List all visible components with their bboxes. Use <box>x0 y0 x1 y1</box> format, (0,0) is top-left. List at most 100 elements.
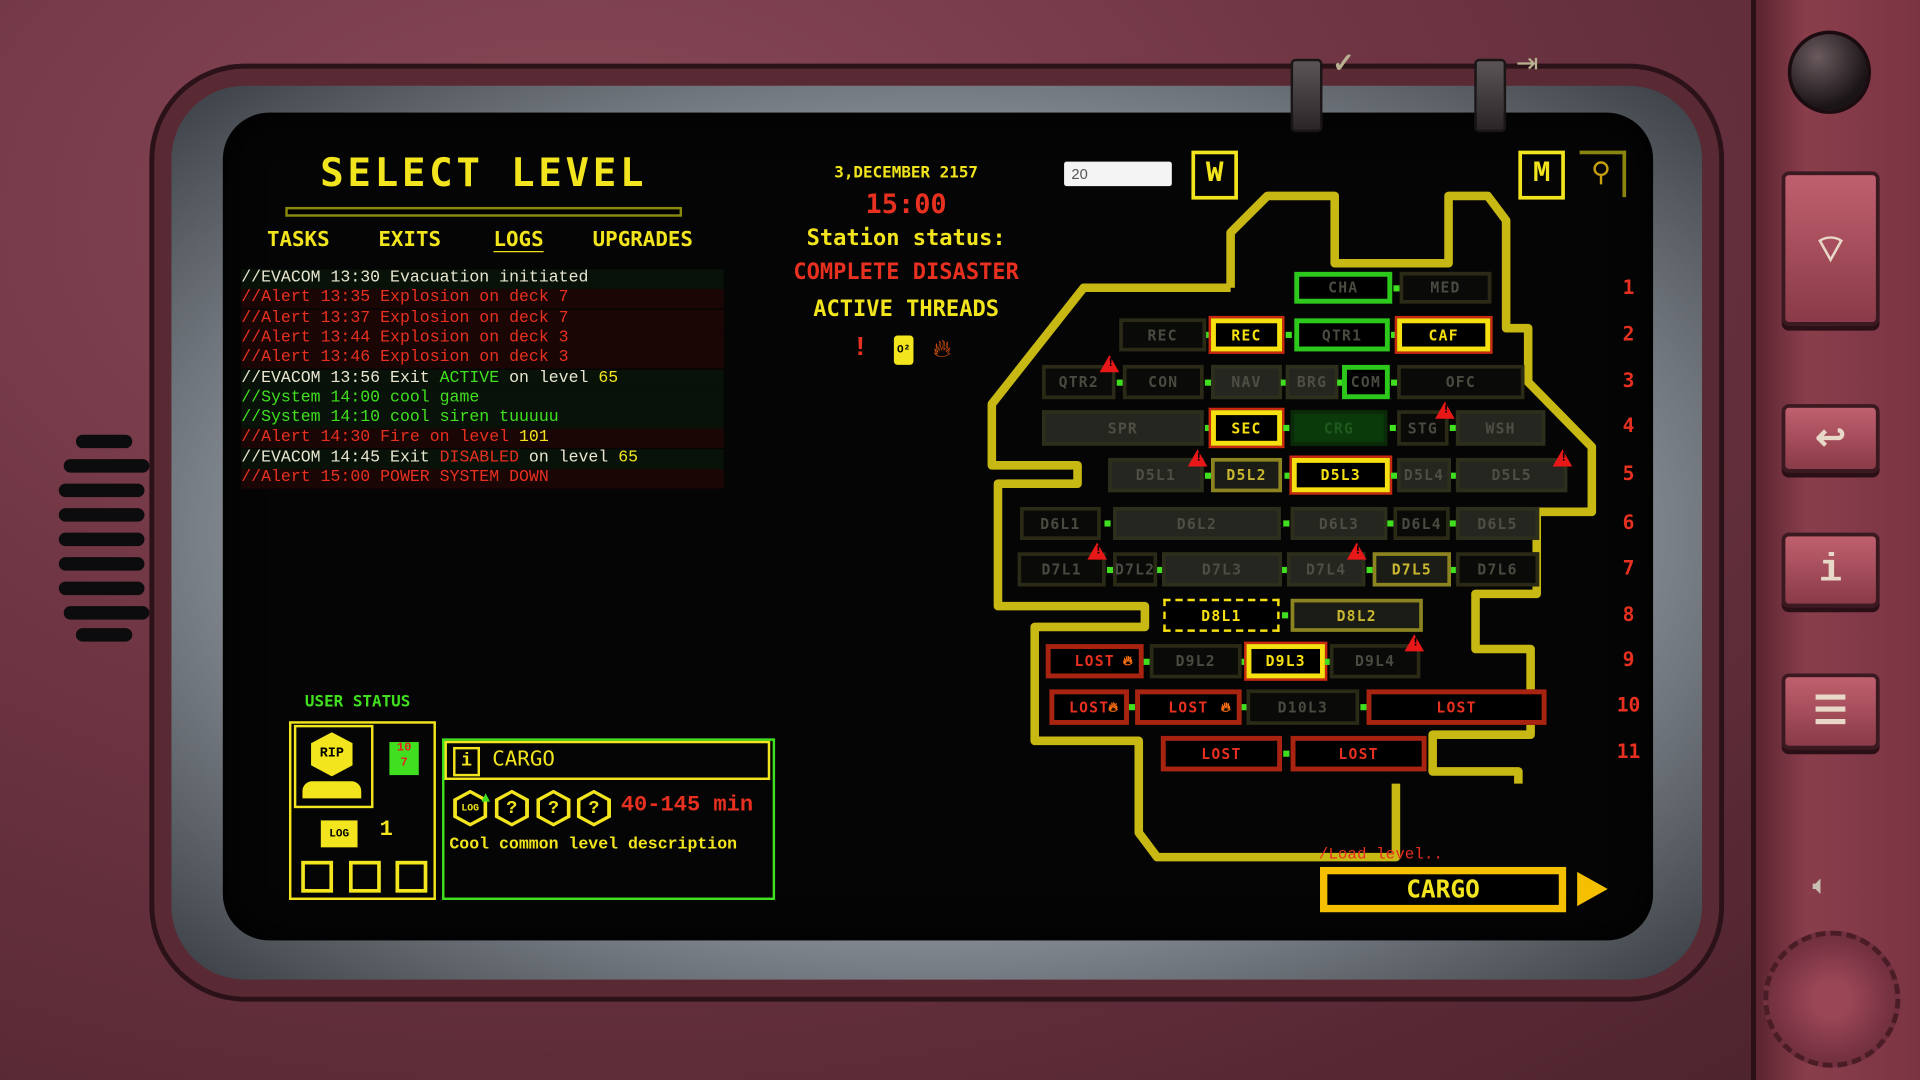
signal-icon: ⌔ <box>1812 228 1850 274</box>
station-status-label: Station status: <box>806 225 1006 252</box>
radio-signal-button[interactable]: ⌔ <box>1781 171 1880 326</box>
deck-number: 11 <box>1616 739 1641 763</box>
room-nav[interactable]: NAV <box>1211 364 1283 400</box>
avatar: RIP <box>293 724 374 809</box>
room-connector <box>1205 331 1212 338</box>
room-d6l4[interactable]: D6L4 <box>1393 506 1450 541</box>
room-d10l3[interactable]: D10L3 <box>1246 689 1360 725</box>
menu-button[interactable]: ☰ <box>1781 673 1880 750</box>
room-connector <box>1204 472 1211 479</box>
log-entry: //Alert 13:35 Explosion on deck 7 <box>241 289 724 309</box>
tab-exits[interactable]: EXITS <box>378 227 442 253</box>
info-icon: i <box>453 746 481 777</box>
room-d5l3[interactable]: D5L3 <box>1291 457 1390 493</box>
level-search-input[interactable] <box>1064 161 1172 187</box>
warning-icon <box>1435 401 1455 419</box>
fire-icon: 🔥︎ <box>933 336 952 365</box>
room-d7l2[interactable]: D7L2 <box>1113 552 1158 587</box>
date-label: 3,DECEMBER 2157 <box>834 164 979 183</box>
deck-number: 8 <box>1622 602 1635 626</box>
room-d8l1[interactable]: D8L1 <box>1163 598 1280 632</box>
rip-icon: RIP <box>311 732 353 777</box>
room-label: MED <box>1430 279 1461 297</box>
room-d9l3[interactable]: D9L3 <box>1246 644 1325 679</box>
room-connector <box>1116 378 1123 386</box>
room-label: CAF <box>1428 326 1459 344</box>
info-button[interactable]: i <box>1781 532 1880 608</box>
room-d9l2[interactable]: D9L2 <box>1149 644 1242 679</box>
room-label: REC <box>1147 326 1178 344</box>
room-d6l5[interactable]: D6L5 <box>1455 506 1540 541</box>
tab-tasks[interactable]: TASKS <box>266 227 330 253</box>
room-connector <box>1390 472 1397 479</box>
room-lost[interactable]: LOST🔥︎ <box>1135 689 1242 725</box>
power-knob[interactable] <box>1787 30 1872 114</box>
room-d6l2[interactable]: D6L2 <box>1113 506 1281 541</box>
zoom-search-button[interactable]: ⚲ <box>1579 150 1627 198</box>
level-dial[interactable] <box>1763 930 1901 1068</box>
w-button[interactable]: W <box>1191 150 1238 200</box>
checkmark-icon: ✓ <box>1332 50 1355 81</box>
objectives-toggle-switch[interactable] <box>1290 58 1323 133</box>
deck-number: 1 <box>1622 275 1635 299</box>
room-lost[interactable]: LOST🔥︎ <box>1045 644 1144 679</box>
room-d7l3[interactable]: D7L3 <box>1162 552 1283 587</box>
room-connector <box>1449 424 1456 432</box>
room-d8l2[interactable]: D8L2 <box>1290 598 1423 632</box>
m-button[interactable]: M <box>1518 150 1565 200</box>
inventory-slot[interactable] <box>301 860 334 893</box>
room-connector <box>1280 378 1287 386</box>
room-d5l2[interactable]: D5L2 <box>1211 457 1283 493</box>
tab-logs[interactable]: LOGS <box>493 227 544 253</box>
room-brg[interactable]: BRG <box>1285 364 1339 400</box>
room-ofc[interactable]: OFC <box>1397 364 1525 400</box>
room-connector <box>1450 566 1457 573</box>
room-crg[interactable]: CRG <box>1290 410 1388 446</box>
room-med[interactable]: MED <box>1399 271 1492 304</box>
log-entry: //Alert 13:46 Explosion on deck 3 <box>241 349 724 369</box>
log-segment: 65 <box>598 369 619 388</box>
room-qtr1[interactable]: QTR1 <box>1294 318 1390 352</box>
active-threats-label: ACTIVE THREADS <box>813 296 1000 323</box>
room-lost[interactable]: LOST <box>1366 689 1547 725</box>
back-button[interactable]: ↩ <box>1781 404 1880 473</box>
room-lost[interactable]: LOST <box>1290 735 1427 772</box>
room-caf[interactable]: CAF <box>1397 318 1491 352</box>
load-level-play-button[interactable] <box>1577 871 1608 907</box>
room-connector <box>1106 566 1113 573</box>
load-level-field[interactable]: CARGO <box>1320 866 1567 913</box>
room-wsh[interactable]: WSH <box>1455 410 1546 446</box>
inventory-slot[interactable] <box>395 860 428 893</box>
room-lost[interactable]: LOST <box>1160 735 1283 772</box>
room-d5l4[interactable]: D5L4 <box>1397 457 1452 493</box>
load-level-prompt: /Load level.. <box>1318 844 1443 864</box>
page-title: SELECT LEVEL <box>320 149 648 196</box>
tab-upgrades[interactable]: UPGRADES <box>592 227 693 253</box>
log-entry: //EVACOM 14:45 Exit DISABLED on level 65 <box>241 449 724 469</box>
room-label: WSH <box>1485 419 1516 437</box>
room-sec[interactable]: SEC <box>1211 410 1283 446</box>
exit-toggle-switch[interactable] <box>1474 58 1507 133</box>
room-d6l1[interactable]: D6L1 <box>1020 506 1101 541</box>
inventory-slot[interactable] <box>348 860 381 893</box>
room-cha[interactable]: CHA <box>1294 271 1393 304</box>
room-d7l6[interactable]: D7L6 <box>1455 552 1540 587</box>
room-connector <box>1241 704 1248 711</box>
room-rec[interactable]: REC <box>1119 318 1207 352</box>
room-d7l5[interactable]: D7L5 <box>1372 552 1452 587</box>
room-d5l1[interactable]: D5L1 <box>1108 457 1204 493</box>
volume-icon[interactable]: 🔈︎ <box>1812 871 1829 903</box>
room-rec[interactable]: REC <box>1211 318 1283 352</box>
room-con[interactable]: CON <box>1122 364 1204 400</box>
room-d6l3[interactable]: D6L3 <box>1290 506 1388 541</box>
room-label: D6L3 <box>1318 514 1360 533</box>
log-entry: //Alert 13:44 Explosion on deck 3 <box>241 329 724 349</box>
room-spr[interactable]: SPR <box>1042 410 1204 446</box>
badge-top: 10 <box>396 742 412 756</box>
log-entry: //System 14:10 cool siren tuuuuu <box>241 409 724 429</box>
room-d5l5[interactable]: D5L5 <box>1455 457 1568 493</box>
room-com[interactable]: COM <box>1342 364 1390 400</box>
room-lost[interactable]: LOST🔥︎ <box>1049 689 1129 725</box>
room-label: LOST <box>1201 745 1242 763</box>
